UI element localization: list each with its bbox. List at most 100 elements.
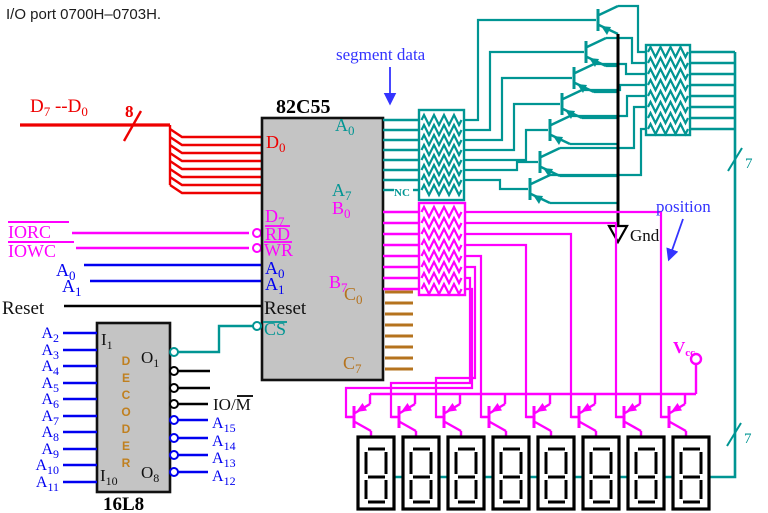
position-transistor-1 [344, 392, 373, 439]
label-a14: A14 [212, 433, 236, 453]
label-a5: A5 [41, 375, 59, 395]
label-a15: A15 [212, 415, 236, 435]
seven-segment-display-8 [671, 435, 711, 511]
seven-segment-display-3 [446, 435, 486, 511]
label-a3: A3 [41, 342, 59, 362]
a0-signal-label: A0 [56, 260, 76, 283]
data-bus-wires [20, 110, 262, 195]
wr-active-low-bubble [252, 243, 262, 253]
segment-transistor-4 [560, 88, 584, 121]
port-a-wires [383, 118, 419, 192]
bus-width-7-bottom-label: 7 [744, 431, 752, 447]
page-title: I/O port 0700H–0703H. [6, 6, 161, 23]
bus-width-7-top-label: 7 [745, 156, 753, 172]
segment-transistor-2 [584, 36, 608, 69]
ppi-chip-name: 82C55 [276, 96, 330, 118]
segment-transistor-3 [572, 62, 596, 95]
label-a7: A7 [41, 408, 59, 428]
position-base-resistor-pack [417, 201, 467, 297]
segment-transistor-1 [596, 4, 620, 37]
pin-pa0: A0 [335, 115, 355, 138]
seven-segment-display-2 [401, 435, 441, 511]
pin-a0: A0 [265, 258, 285, 281]
a1-signal-label: A1 [62, 276, 82, 299]
label-a6: A6 [41, 391, 59, 411]
pin-d0: D0 [266, 132, 286, 155]
pin-pc0: C0 [344, 284, 363, 307]
pin-cs: CS [264, 319, 286, 339]
rd-active-low-bubble [252, 228, 262, 238]
position-transistor-7 [614, 392, 643, 439]
vcc-terminal [689, 352, 703, 366]
segment-base-resistor-pack [417, 108, 466, 202]
iowc-label: IOWC [8, 241, 56, 261]
label-a2: A2 [41, 325, 59, 345]
pin-i1: I1 [101, 330, 113, 352]
decoder-input-wires [63, 331, 97, 484]
label-a12: A12 [212, 468, 236, 488]
segment-transistor-5 [548, 114, 572, 147]
label-a10: A10 [35, 457, 59, 477]
position-transistor-5 [524, 392, 553, 439]
label-a11: A11 [36, 474, 59, 494]
port-b-wires [383, 210, 419, 291]
control-wires [8, 221, 262, 308]
vcc-label: Vcc [673, 338, 695, 359]
pin-pa7: A7 [332, 180, 352, 203]
gnd-label: Gnd [630, 226, 660, 245]
cs-active-low-bubble [252, 321, 262, 331]
segment-bus-wires [376, 50, 743, 479]
data-bus-label: D7 --D0 [30, 96, 88, 119]
seven-segment-display-7 [626, 435, 666, 511]
label-a9: A9 [41, 441, 59, 461]
segment-data-annotation: segment data [336, 45, 426, 64]
ppi-82c55-chip [260, 116, 385, 382]
bus-width-8-label: 8 [125, 102, 134, 121]
segment-current-limit-resistor-pack [644, 43, 692, 137]
decoder-role-label: DECODER [119, 354, 133, 473]
pin-wr: WR [264, 240, 293, 260]
segment-driver-base-wires [464, 18, 596, 191]
position-transistor-8 [659, 392, 688, 439]
label-a13: A13 [212, 450, 236, 470]
position-transistor-2 [389, 392, 418, 439]
label-a8: A8 [41, 424, 59, 444]
pin-pb7: B7 [329, 272, 348, 295]
position-transistor-3 [434, 392, 463, 439]
pin-o8: O8 [141, 463, 159, 485]
segment-driver-emitter-wires [550, 64, 618, 205]
seven-segment-display-5 [536, 435, 576, 511]
decoder-output-wires [169, 324, 253, 477]
seven-segment-display-4 [491, 435, 531, 511]
iorc-label: IORC [8, 222, 51, 242]
io-m-label: IO/M [213, 395, 251, 414]
decoder-16l8-chip [95, 321, 172, 494]
decoder-chip-name: 16L8 [103, 494, 144, 513]
reset-signal-label: Reset [2, 298, 45, 319]
ppi-pin-overlines [263, 225, 292, 323]
chip-select-wire [178, 324, 253, 354]
position-arrow [666, 218, 684, 262]
position-annotation: position [656, 197, 711, 216]
pin-o1: O1 [141, 348, 159, 370]
pin-d7: D7 [265, 206, 285, 229]
decoder-output-labels: A15 A14 A13 A12 [212, 415, 236, 488]
seven-segment-display-1 [356, 435, 396, 511]
label-a4: A4 [41, 358, 59, 378]
decoder-input-labels: A2 A3 A4 A5 A6 A7 A8 A9 A10 A11 [35, 325, 59, 494]
seven-segment-display-6 [581, 435, 621, 511]
position-transistor-6 [569, 392, 598, 439]
pin-reset: Reset [264, 298, 307, 319]
nc-label: NC [394, 187, 410, 199]
pin-rd: RD [265, 224, 290, 244]
position-transistor-4 [479, 392, 508, 439]
port-c-stub-wires [385, 290, 413, 371]
segment-transistor-7 [528, 173, 552, 206]
segment-driver-collector-wires [550, 4, 646, 177]
pin-pb0: B0 [332, 198, 351, 221]
segment-transistor-6 [538, 146, 562, 179]
pin-i10: I10 [100, 466, 118, 488]
pin-pc7: C7 [343, 353, 362, 376]
pin-a1: A1 [265, 274, 285, 297]
